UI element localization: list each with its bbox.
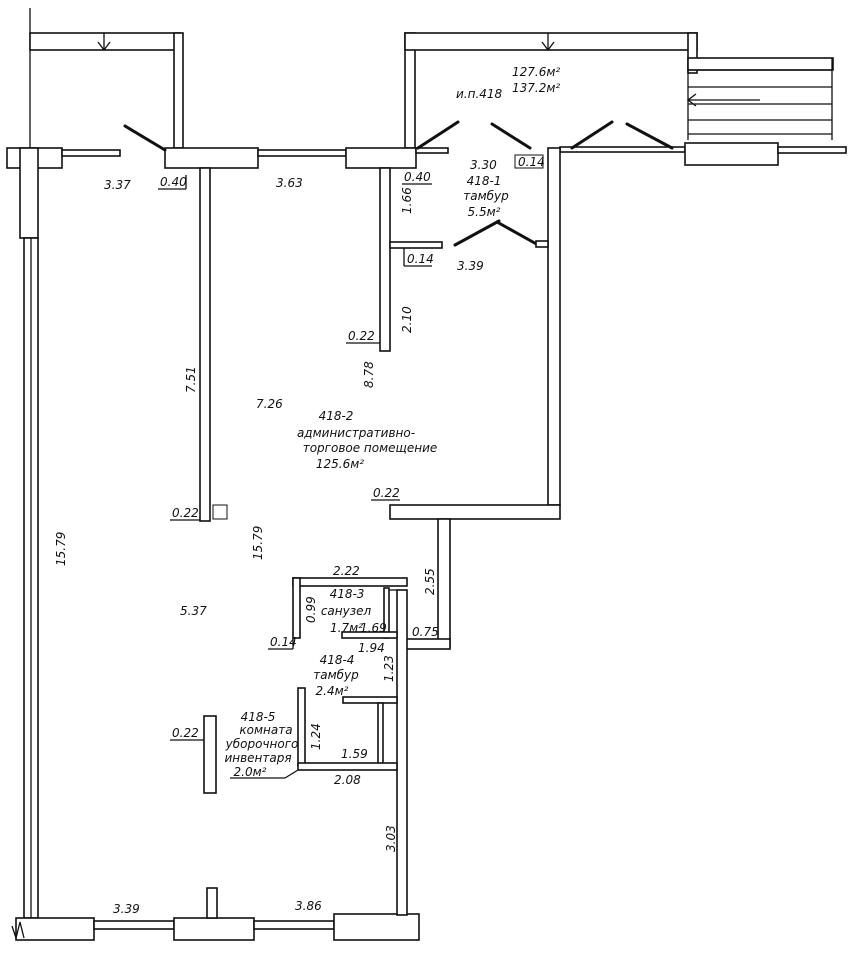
dim-0-40-a: 0.40 bbox=[160, 175, 187, 189]
dim-0-14-b: 0.14 bbox=[407, 252, 434, 266]
dim-1-94: 1.94 bbox=[358, 641, 385, 655]
dim-0-14-a: 0.14 bbox=[518, 155, 545, 169]
room-label-418-4: 418-4 тамбур 2.4м² bbox=[313, 653, 359, 698]
interior-walls bbox=[199, 147, 561, 916]
dim-0-14-c: 0.14 bbox=[270, 635, 297, 649]
dim-0-99: 0.99 bbox=[304, 596, 318, 623]
r4-name: тамбур bbox=[313, 668, 359, 682]
dim-3-86: 3.86 bbox=[295, 899, 322, 913]
r1-name: тамбур bbox=[463, 189, 509, 203]
ip-number: и.п.418 bbox=[456, 87, 503, 101]
dim-7-51: 7.51 bbox=[184, 366, 198, 393]
dim-3-03: 3.03 bbox=[384, 825, 398, 852]
dimension-labels: 3.37 0.40 3.63 0.40 3.30 0.14 1.66 0.14 … bbox=[54, 154, 545, 916]
r1-number: 418-1 bbox=[467, 174, 502, 188]
dim-3-30: 3.30 bbox=[470, 158, 497, 172]
dim-15-79-a: 15.79 bbox=[54, 532, 68, 566]
ip-area-a: 127.6м² bbox=[512, 65, 560, 79]
dim-2-55: 2.55 bbox=[423, 568, 437, 595]
r4-number: 418-4 bbox=[320, 653, 355, 667]
top-left-external-area bbox=[29, 8, 184, 150]
dim-3-63: 3.63 bbox=[276, 176, 303, 190]
room-label-418-2: 418-2 административно- торговое помещени… bbox=[297, 409, 437, 471]
r1-area: 5.5м² bbox=[468, 205, 501, 219]
r3-number: 418-3 bbox=[330, 587, 365, 601]
dim-15-79-b: 15.79 bbox=[251, 526, 265, 560]
r5-name-line2: уборочного bbox=[225, 737, 299, 751]
entrance-doors bbox=[123, 120, 674, 248]
ip-area-b: 137.2м² bbox=[512, 81, 560, 95]
dim-3-39-a: 3.39 bbox=[457, 259, 484, 273]
r3-area: 1.7м² bbox=[330, 621, 363, 635]
dim-0-75: 0.75 bbox=[412, 625, 439, 639]
dim-2-22: 2.22 bbox=[333, 564, 360, 578]
left-outer-wall bbox=[23, 237, 39, 919]
room-label-418-1: 418-1 тамбур 5.5м² bbox=[463, 174, 509, 219]
dim-3-39-b: 3.39 bbox=[113, 902, 140, 916]
dim-1-23: 1.23 bbox=[382, 655, 396, 682]
room-label-ip: и.п.418 127.6м² 137.2м² bbox=[456, 65, 560, 101]
dim-0-22-a: 0.22 bbox=[348, 329, 375, 343]
dim-1-66: 1.66 bbox=[400, 187, 414, 214]
room-label-418-3: 418-3 санузел 1.7м² bbox=[321, 587, 372, 635]
r5-name-line3: инвентаря bbox=[224, 751, 291, 765]
dim-1-69: 1.69 bbox=[360, 621, 387, 635]
top-outer-wall bbox=[6, 142, 847, 239]
bottom-outer-wall bbox=[15, 887, 420, 941]
dim-0-22-b: 0.22 bbox=[373, 486, 400, 500]
dim-0-22-c: 0.22 bbox=[172, 506, 199, 520]
dim-2-10: 2.10 bbox=[400, 306, 414, 333]
r5-number: 418-5 bbox=[241, 710, 276, 724]
r5-area: 2.0м² bbox=[234, 765, 267, 779]
r2-name-line1: административно- bbox=[297, 426, 415, 440]
dim-7-26: 7.26 bbox=[256, 397, 283, 411]
r3-name: санузел bbox=[321, 604, 372, 618]
dim-3-37: 3.37 bbox=[104, 178, 131, 192]
r5-name-line1: комната bbox=[239, 723, 292, 737]
r4-area: 2.4м² bbox=[316, 684, 349, 698]
room-label-418-5: 418-5 комната уборочного инвентаря 2.0м² bbox=[224, 710, 298, 779]
dim-1-24: 1.24 bbox=[309, 723, 323, 750]
r2-area: 125.6м² bbox=[316, 457, 364, 471]
dim-2-08: 2.08 bbox=[334, 773, 361, 787]
dim-8-78: 8.78 bbox=[362, 361, 376, 388]
top-right-external-area bbox=[404, 32, 834, 149]
dim-0-40-b: 0.40 bbox=[404, 170, 431, 184]
break-marks bbox=[11, 921, 25, 941]
dim-1-59: 1.59 bbox=[341, 747, 368, 761]
dim-5-37: 5.37 bbox=[180, 604, 207, 618]
r2-number: 418-2 bbox=[319, 409, 354, 423]
dim-0-22-d: 0.22 bbox=[172, 726, 199, 740]
r2-name-line2: торговое помещение bbox=[303, 441, 438, 455]
